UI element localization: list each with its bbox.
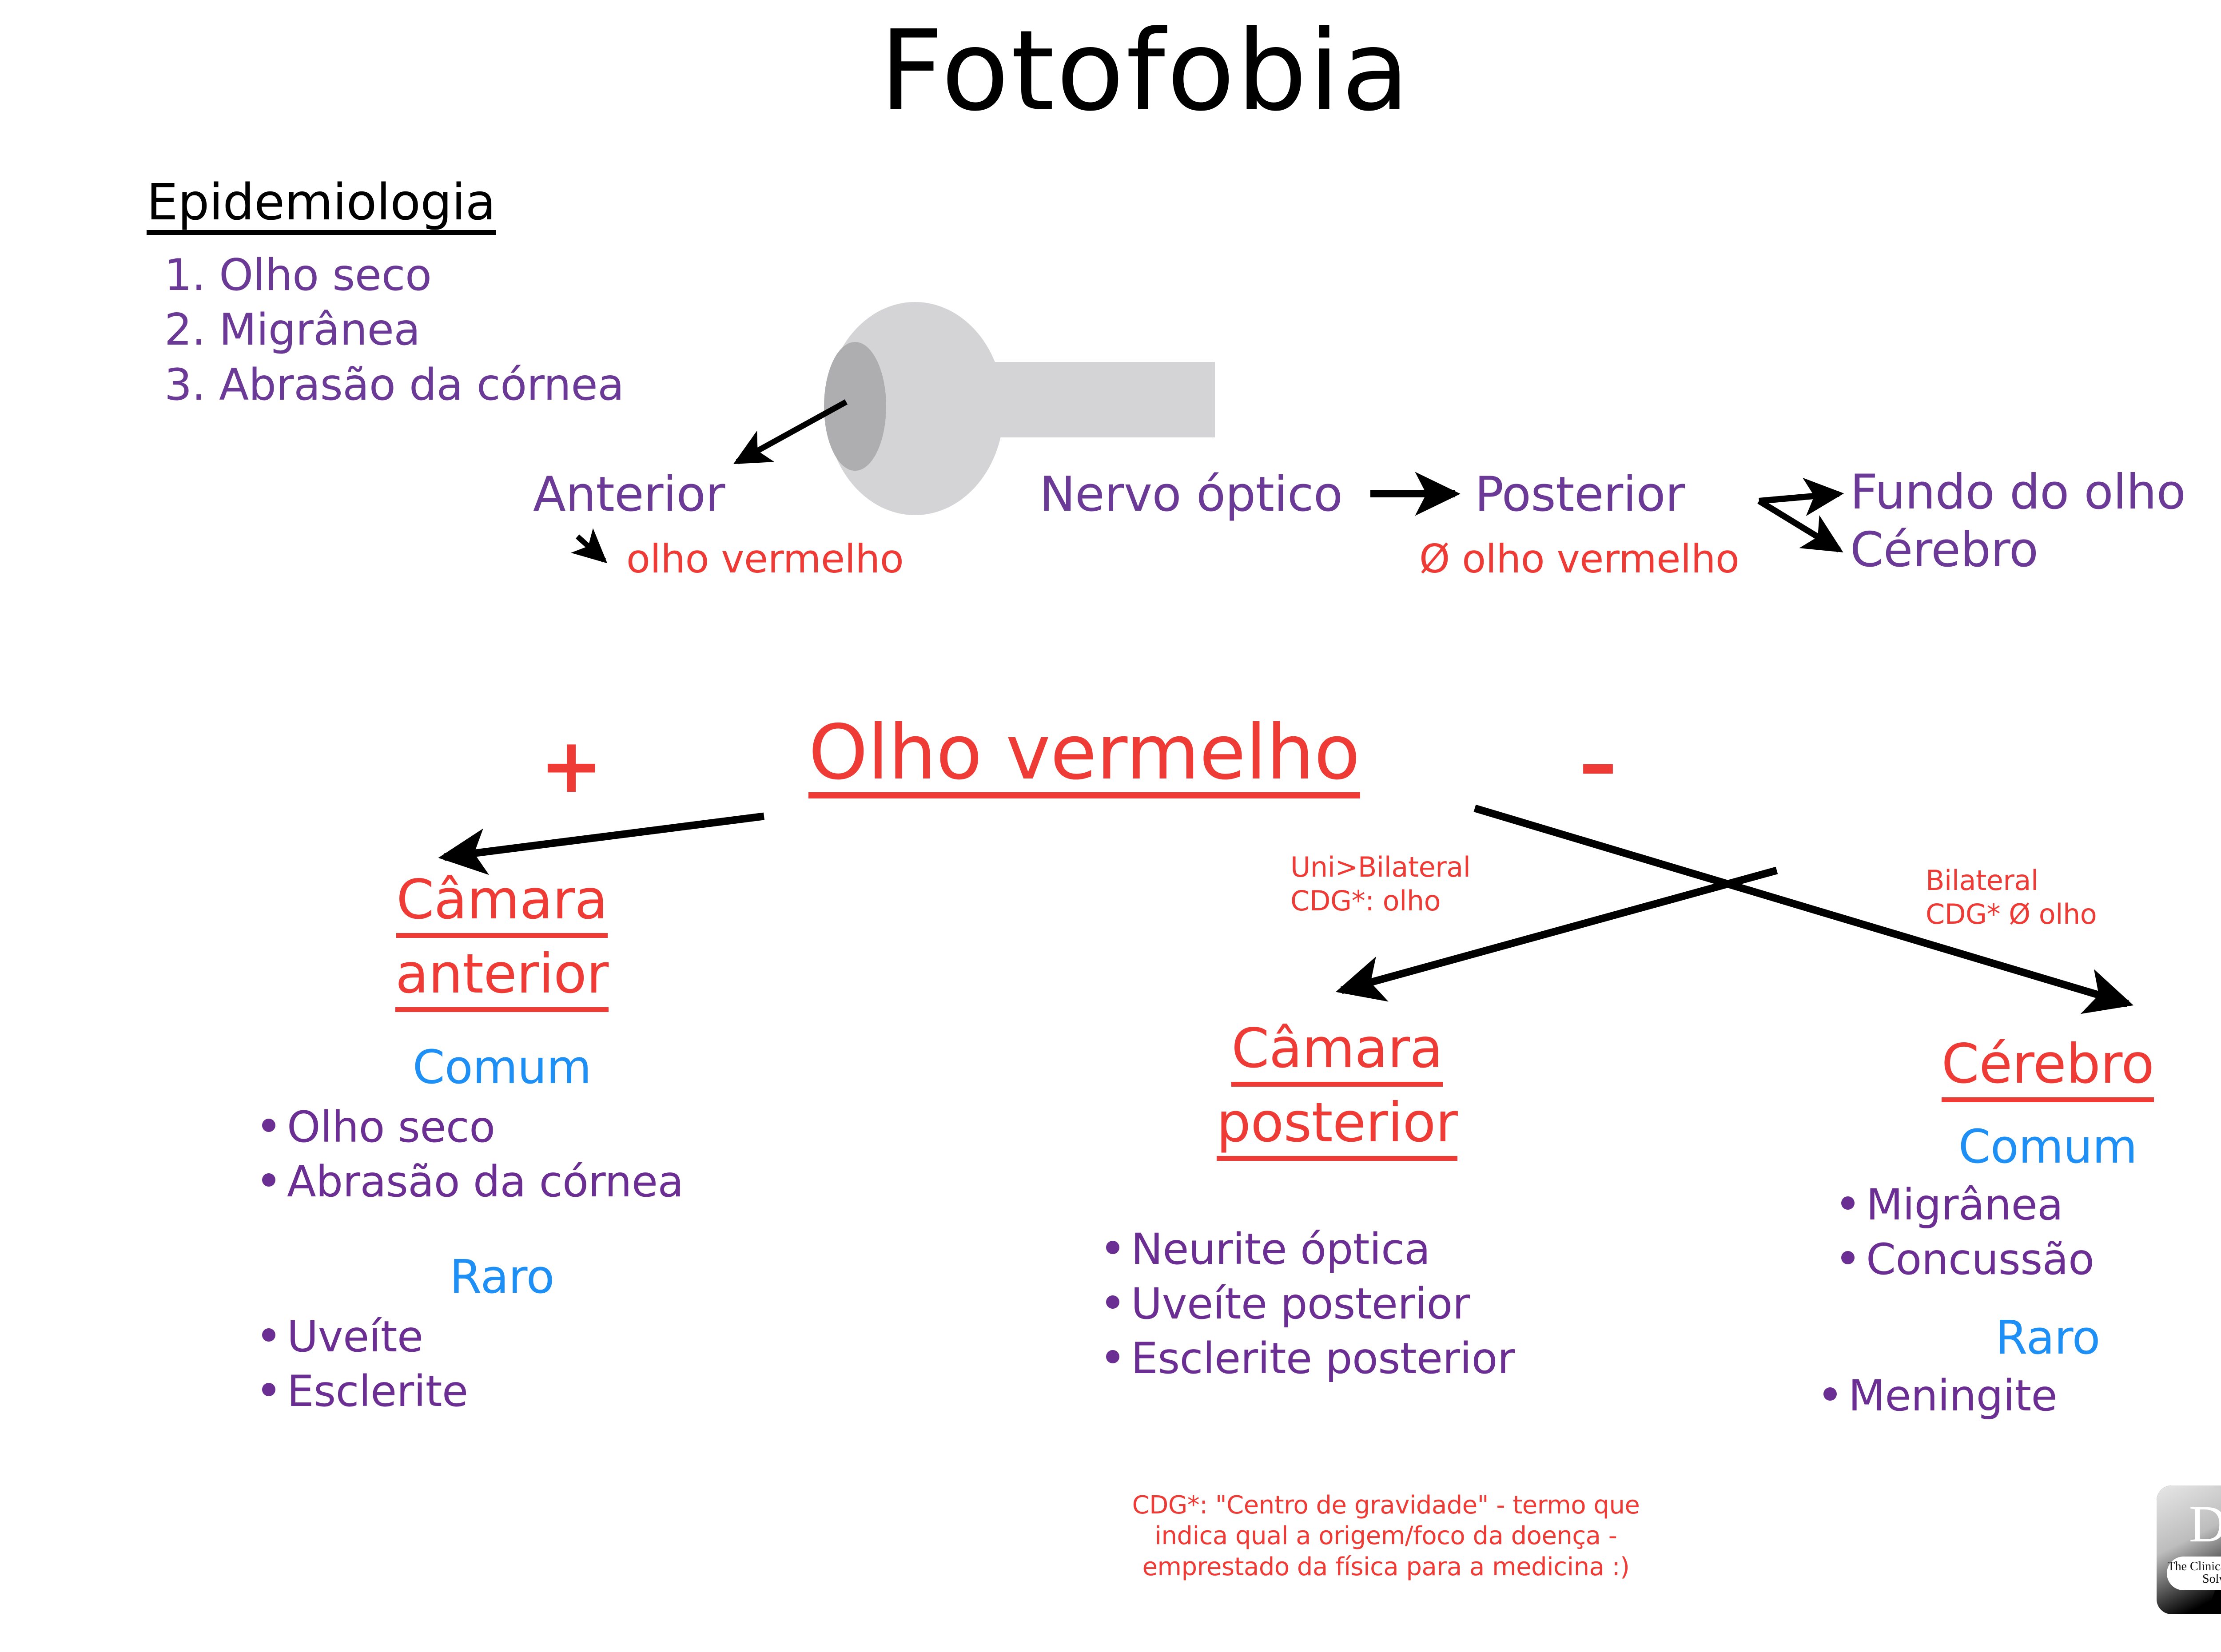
frequency-label-comum: Comum	[1958, 1119, 2137, 1174]
bullet-icon	[1841, 1196, 1855, 1210]
column-camara-posterior: Câmara posterior Neurite óptica Uveíte p…	[1075, 1017, 1599, 1386]
anterior-label: Anterior	[533, 467, 725, 522]
list-item: Uveíte	[262, 1310, 746, 1364]
bullet-list-raro: Meningite	[1823, 1369, 2221, 1423]
bullet-icon	[262, 1173, 275, 1187]
bullet-list-posterior: Neurite óptica Uveíte posterior Esclerit…	[1106, 1222, 1599, 1386]
optic-nerve-shape	[988, 362, 1215, 437]
arrow-anterior-to-note	[571, 528, 608, 564]
footnote-block: CDG*: "Centro de gravidade" - termo que …	[1066, 1490, 1706, 1582]
arrow-posterior-to-brain	[1757, 498, 1843, 552]
arrow-posterior-to-fundus	[1759, 477, 1844, 516]
minus-sign: –	[1579, 720, 1617, 808]
frequency-label-raro: Raro	[1995, 1310, 2100, 1365]
group-label-wrap: Comum	[1819, 1124, 2221, 1170]
logo-mark: Dx	[2189, 1495, 2221, 1553]
bullet-icon	[262, 1118, 275, 1132]
list-item-label: Neurite óptica	[1131, 1224, 1430, 1274]
list-item: Olho seco	[262, 1100, 746, 1155]
annotation-line: Uni>Bilateral	[1290, 851, 1471, 883]
column-heading-line-1: Cérebro	[1941, 1032, 2154, 1102]
optic-nerve-label: Nervo óptico	[1039, 467, 1343, 522]
posterior-note: Ø olho vermelho	[1419, 536, 1739, 582]
list-item-label: Uveíte posterior	[1131, 1279, 1470, 1329]
column-heading-2: anterior	[258, 942, 746, 1012]
plus-sign: +	[540, 722, 603, 810]
list-item-label: Olho seco	[287, 1102, 495, 1152]
right-branch-annotation: Bilateral CDG* Ø olho	[1926, 864, 2097, 931]
frequency-label-comum: Comum	[412, 1040, 592, 1094]
group-label-wrap: Raro	[258, 1254, 746, 1300]
clinical-problem-solvers-logo: Dx The Clinical Problem Solvers	[2157, 1485, 2221, 1614]
epidemiology-list: 1. Olho seco 2. Migrânea 3. Abrasão da c…	[164, 248, 624, 413]
frequency-label-raro: Raro	[450, 1249, 554, 1304]
bullet-icon	[1841, 1251, 1855, 1264]
bullet-icon	[1106, 1350, 1119, 1363]
bullet-icon	[262, 1382, 275, 1396]
list-item: 1. Olho seco	[164, 250, 432, 301]
annotation-line: CDG*: olho	[1290, 884, 1441, 917]
column-heading-line-2: posterior	[1216, 1091, 1458, 1161]
page-title: Fotofobia	[880, 6, 1412, 135]
list-item-label: Uveíte	[287, 1311, 423, 1362]
red-eye-heading-text: Olho vermelho	[808, 715, 1360, 798]
list-item: Migrânea	[1841, 1178, 2221, 1232]
bullet-icon	[1106, 1295, 1119, 1309]
list-item-label: Esclerite	[287, 1366, 468, 1416]
list-item: 2. Migrânea	[164, 305, 420, 356]
left-branch-annotation: Uni>Bilateral CDG*: olho	[1290, 850, 1471, 917]
list-item-label: Esclerite posterior	[1131, 1333, 1515, 1383]
footnote-line: indica qual a origem/foco da doença -	[1154, 1521, 1617, 1551]
annotation-line: CDG* Ø olho	[1926, 897, 2097, 930]
list-item: Meningite	[1823, 1369, 2221, 1423]
bullet-icon	[262, 1328, 275, 1342]
list-item: Uveíte posterior	[1106, 1277, 1599, 1331]
bullet-list-raro: Uveíte Esclerite	[262, 1310, 746, 1419]
column-heading: Cérebro	[1819, 1032, 2221, 1102]
posterior-label: Posterior	[1475, 467, 1685, 522]
group-label-wrap: Comum	[258, 1044, 746, 1090]
list-item-label: Abrasão da córnea	[287, 1156, 684, 1207]
column-heading-line-1: Câmara	[1231, 1017, 1443, 1087]
group-label-wrap: Raro	[1819, 1314, 2221, 1361]
column-cerebro: Cérebro Comum Migrânea Concussão Raro Me…	[1819, 1032, 2221, 1423]
cornea-shape	[824, 342, 886, 471]
list-item: Esclerite posterior	[1106, 1331, 1599, 1386]
anterior-note: olho vermelho	[626, 536, 904, 582]
list-item: Concussão	[1841, 1232, 2221, 1287]
bullet-list-comum: Migrânea Concussão	[1841, 1178, 2221, 1287]
column-camara-anterior: Câmara anterior Comum Olho seco Abrasão …	[258, 868, 746, 1418]
list-item: Esclerite	[262, 1364, 746, 1419]
brain-node-label: Cérebro	[1850, 522, 2038, 578]
column-heading: Câmara	[258, 868, 746, 938]
epidemiology-heading: Epidemiologia	[147, 178, 496, 235]
list-item: Abrasão da córnea	[262, 1155, 746, 1209]
red-eye-heading: Olho vermelho	[808, 715, 1360, 798]
list-item: Neurite óptica	[1106, 1222, 1599, 1277]
column-heading-2: posterior	[1075, 1091, 1599, 1161]
bullet-list-comum: Olho seco Abrasão da córnea	[262, 1100, 746, 1209]
fundus-label: Fundo do olho	[1850, 465, 2186, 520]
annotation-line: Bilateral	[1926, 864, 2038, 897]
column-heading-line-2: anterior	[395, 942, 609, 1012]
bullet-icon	[1823, 1387, 1837, 1401]
column-heading-line-1: Câmara	[396, 868, 608, 938]
list-item-label: Meningite	[1848, 1370, 2058, 1421]
arrow-redeye-to-camara-anterior	[438, 812, 765, 875]
logo-tagline: The Clinical Problem Solvers	[2167, 1557, 2221, 1590]
list-item-label: Migrânea	[1866, 1179, 2063, 1230]
epidemiology-section: Epidemiologia 1. Olho seco 2. Migrânea 3…	[147, 178, 624, 413]
footnote-line: emprestado da física para a medicina :)	[1142, 1552, 1630, 1581]
list-item-label: Concussão	[1866, 1234, 2094, 1284]
footnote-line: CDG*: "Centro de gravidade" - termo que	[1132, 1491, 1640, 1520]
list-item: 3. Abrasão da córnea	[164, 359, 624, 410]
bullet-icon	[1106, 1240, 1119, 1254]
column-heading: Câmara	[1075, 1017, 1599, 1087]
